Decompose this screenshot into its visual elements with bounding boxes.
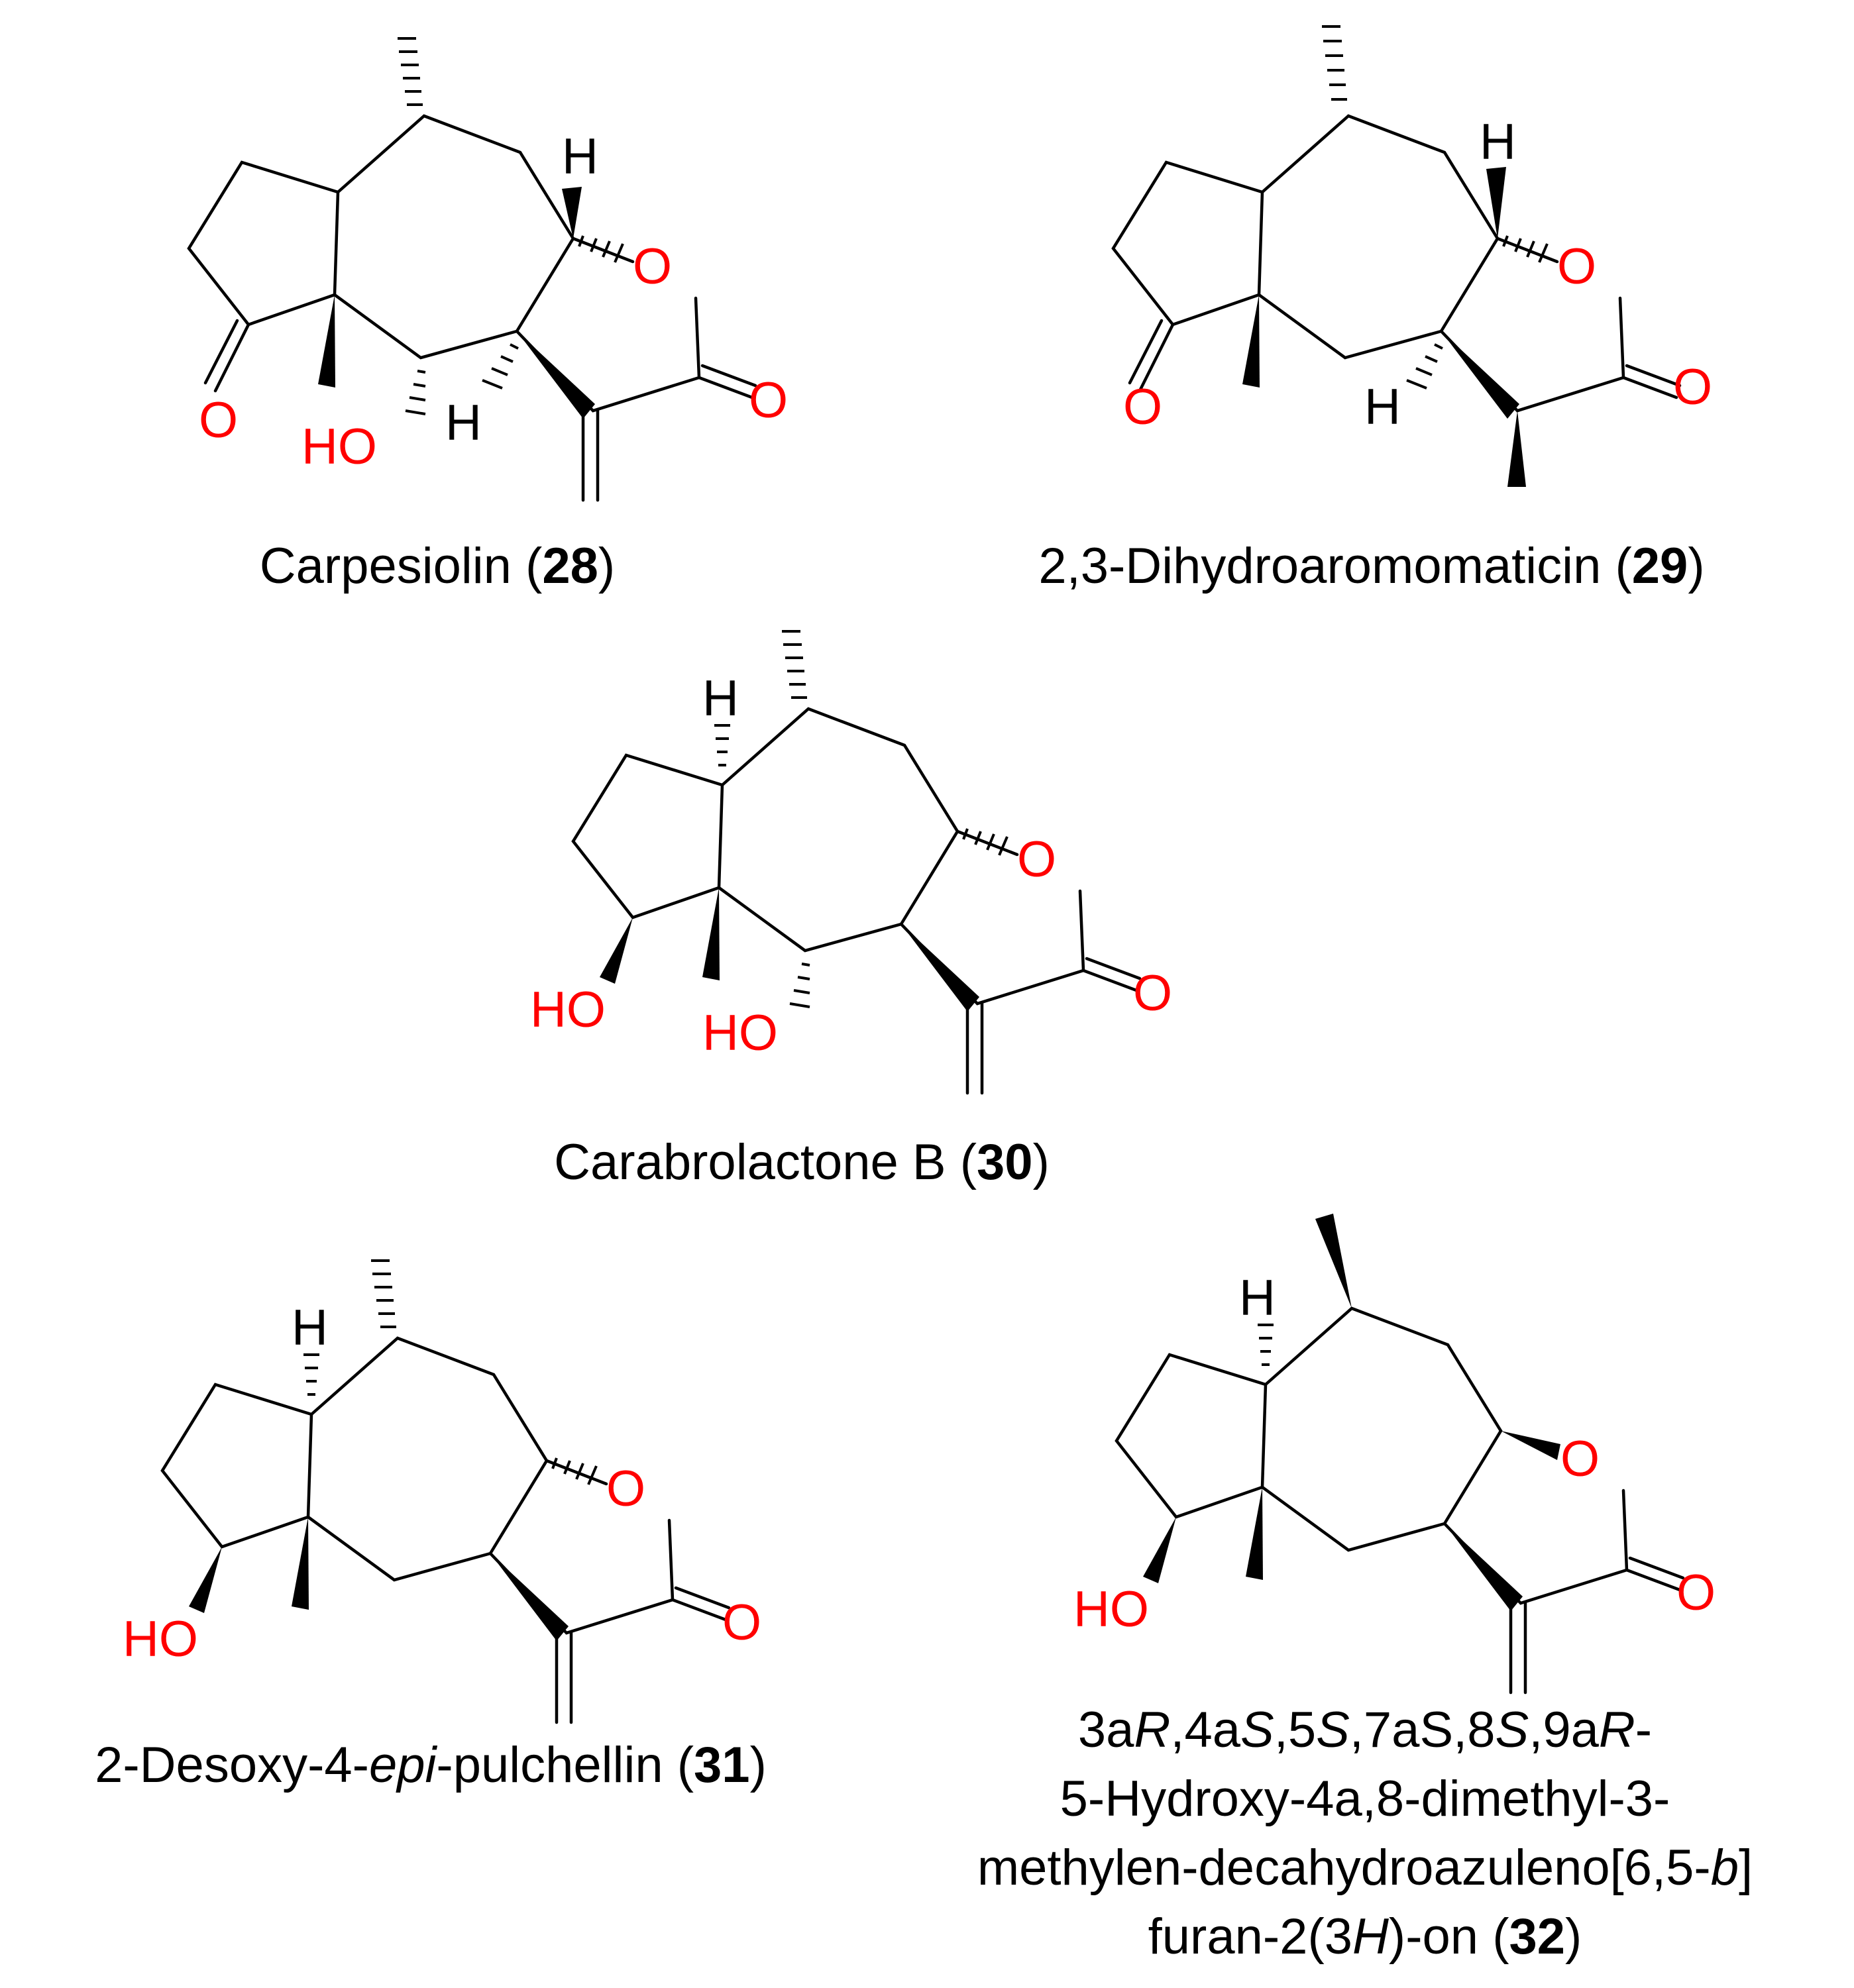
caption-32-t6: S (1316, 1702, 1350, 1758)
caption-32-t7: ,7aS,8 (1349, 1702, 1496, 1758)
atom-o-carbonyl-28: O (749, 372, 788, 429)
structure-29: O O O H H (1111, 25, 1712, 487)
caption-32-t16: furan-2(3 (1148, 1909, 1353, 1965)
caption-32-t10: R (1598, 1702, 1635, 1758)
caption-32-t13: methylen-decahydroazuleno[6,5- (977, 1840, 1711, 1896)
caption-32-t8: S (1495, 1702, 1529, 1758)
atom-h-top-28: H (562, 129, 598, 185)
atom-o-ring-31: O (606, 1461, 645, 1517)
caption-28-id: 28 (542, 538, 598, 594)
caption-30-name: Carabrolactone B (554, 1134, 946, 1190)
caption-31: 2-Desoxy-4-epi-pulchellin (31) (95, 1737, 767, 1793)
caption-32-t15: ] (1739, 1840, 1753, 1896)
caption-32-t17: H (1352, 1909, 1389, 1965)
hashed-methyl-top-28 (398, 37, 423, 106)
caption-32-line-3: methylen-decahydroazuleno[6,5-b] (895, 1834, 1835, 1903)
atom-oh-ring-32: HO (1073, 1581, 1149, 1638)
caption-32-t12: 5-Hydroxy-4a,8-dimethyl-3- (1060, 1771, 1670, 1827)
atom-oh-30: HO (702, 1005, 778, 1061)
atom-o-carbonyl-31: O (722, 1595, 761, 1651)
structure-28: O HO O O H H (187, 37, 788, 502)
caption-28: Carpesiolin (28) (259, 538, 616, 594)
atom-o-ring-28: O (633, 238, 672, 295)
atom-o-ring-29: O (1557, 238, 1596, 295)
caption-29-id: 29 (1631, 538, 1688, 594)
atom-o-carbonyl-32: O (1676, 1565, 1716, 1621)
hashed-bond-h-28 (482, 343, 519, 390)
atom-h-top-32: H (1239, 1270, 1276, 1326)
caption-32-t1: 3a (1077, 1702, 1134, 1758)
caption-31-id: 31 (694, 1737, 750, 1793)
atom-oh-28: HO (301, 419, 377, 475)
atom-o-carbonyl-29: O (1673, 359, 1712, 415)
caption-30-id: 30 (977, 1134, 1033, 1190)
caption-32-t3: ,4a (1170, 1702, 1240, 1758)
atom-o-ketone-29: O (1123, 379, 1162, 435)
atom-h-bottom-28: H (445, 395, 482, 451)
caption-32-t18: )-on ( (1388, 1909, 1509, 1965)
atom-h-top-29: H (1480, 114, 1516, 170)
caption-32-t2: R (1134, 1702, 1171, 1758)
caption-31-name-a: 2-Desoxy-4- (95, 1737, 369, 1793)
structure-31: HO O O H (123, 1259, 761, 1724)
caption-30: Carabrolactone B (30) (554, 1134, 1050, 1190)
caption-31-name-italic: epi (368, 1737, 437, 1793)
caption-32: 3aR,4aS,5S,7aS,8S,9aR- 5-Hydroxy-4a,8-di… (895, 1696, 1835, 1971)
atom-o-carbonyl-30: O (1133, 965, 1172, 1021)
atom-oh-ring-31: HO (123, 1611, 198, 1667)
caption-32-t9: ,9a (1529, 1702, 1599, 1758)
atom-h-top-30: H (702, 670, 739, 727)
structure-32: HO O O H (1073, 1214, 1716, 1695)
caption-32-line-4: furan-2(3H)-on (32) (1148, 1909, 1582, 1965)
caption-32-id: 32 (1509, 1909, 1566, 1965)
atom-h-top-31: H (292, 1300, 328, 1356)
caption-28-name: Carpesiolin (259, 538, 512, 594)
caption-32-t14: b (1710, 1840, 1739, 1896)
structure-30: HO HO O O H (530, 630, 1172, 1095)
atom-o-ring-32: O (1560, 1431, 1600, 1487)
atom-h-bottom-29: H (1364, 379, 1401, 435)
atom-o-ketone-28: O (199, 392, 238, 448)
caption-32-line-1: 3aR,4aS,5S,7aS,8S,9aR- (895, 1696, 1835, 1765)
hashed-bond-oh-28 (405, 370, 426, 415)
caption-32-t11: - (1635, 1702, 1653, 1758)
hashed-bond-ring-o-28 (578, 235, 624, 263)
atom-oh-ring-30: HO (530, 982, 606, 1038)
caption-32-t5: ,5 (1274, 1702, 1317, 1758)
caption-29: 2,3-Dihydroaromomaticin (29) (1038, 538, 1705, 594)
caption-31-name-b: -pulchellin (436, 1737, 663, 1793)
caption-29-name: 2,3-Dihydroaromomaticin (1038, 538, 1602, 594)
caption-32-t4: S (1240, 1702, 1274, 1758)
atom-o-ring-30: O (1017, 831, 1056, 888)
caption-32-line-2: 5-Hydroxy-4a,8-dimethyl-3- (895, 1765, 1835, 1834)
